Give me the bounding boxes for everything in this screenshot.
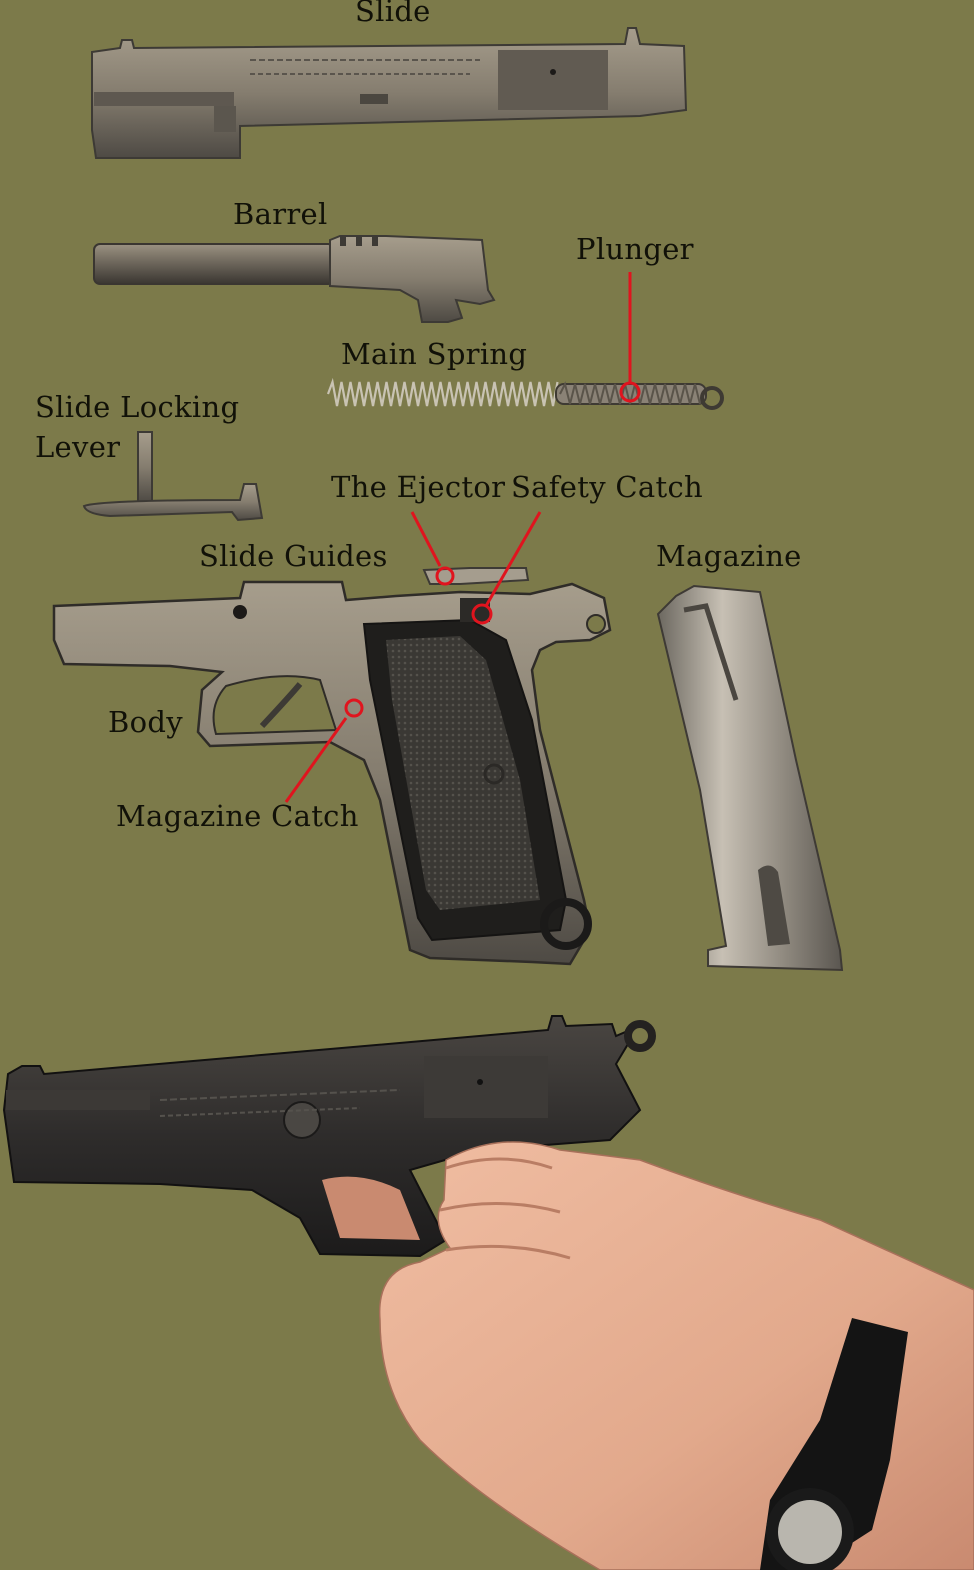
callout-lines: [284, 272, 641, 803]
label-slide: Slide: [355, 0, 431, 28]
label-slide-guides: Slide Guides: [199, 539, 388, 573]
label-slide-locking-lever-line2: Lever: [35, 430, 121, 464]
barrel-part: [93, 235, 496, 323]
label-barrel: Barrel: [233, 197, 328, 231]
label-magazine: Magazine: [656, 539, 802, 573]
ejector-callout-marker: [435, 566, 455, 586]
label-body: Body: [108, 705, 183, 739]
label-slide-locking-lever-line1: Slide Locking: [35, 390, 240, 424]
magazine-catch-callout-line: [284, 717, 348, 803]
hand: [378, 1141, 974, 1570]
main-spring-part: [326, 377, 724, 410]
label-magazine-catch: Magazine Catch: [116, 799, 359, 833]
label-safety-catch: Safety Catch: [511, 470, 703, 504]
magazine-catch-callout-marker: [344, 698, 364, 718]
label-the-ejector: The Ejector: [331, 470, 506, 504]
label-main-spring: Main Spring: [341, 337, 528, 371]
assembled-pistol: [2, 1015, 656, 1258]
magazine-part: [656, 584, 844, 972]
slide-part: [91, 27, 688, 159]
ejector-callout-line: [410, 511, 442, 567]
slide-locking-lever-part: [82, 431, 264, 522]
pistol-frame-body-part: [52, 580, 612, 966]
plunger-callout-marker: [619, 381, 641, 403]
safety-catch-callout-line: [484, 511, 542, 607]
safety-catch-callout-marker: [471, 603, 493, 625]
label-plunger: Plunger: [576, 232, 694, 266]
